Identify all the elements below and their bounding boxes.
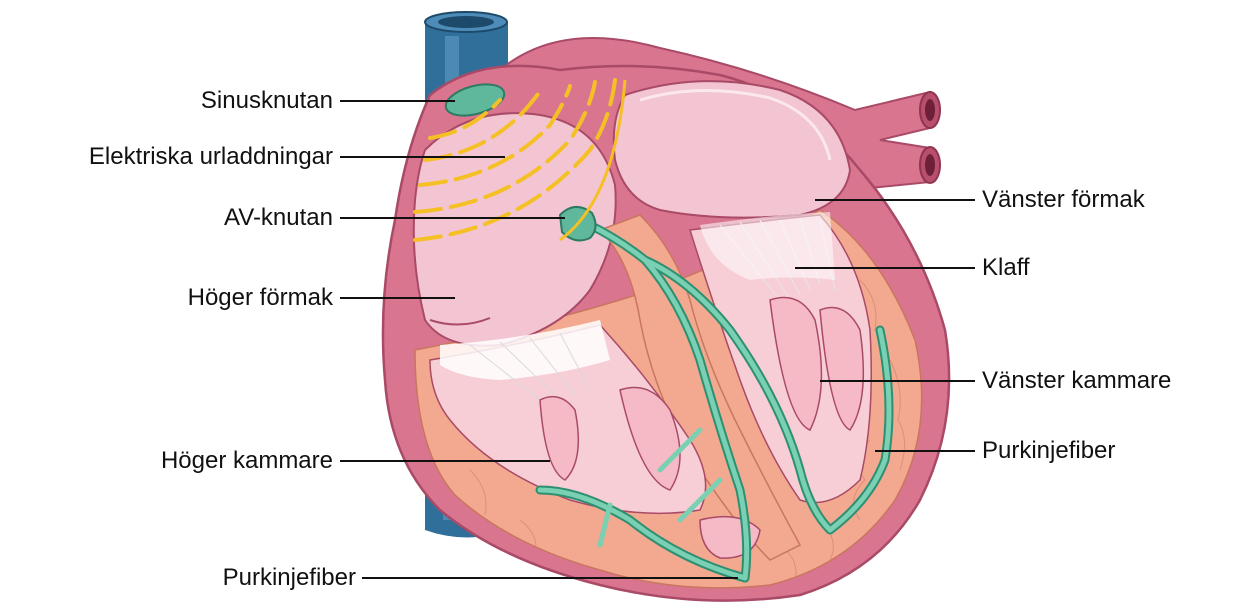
label-av-knutan: AV-knutan <box>224 204 333 232</box>
label-elektriska-urladdningar: Elektriska urladdningar <box>89 143 333 171</box>
label-sinusknutan: Sinusknutan <box>201 87 333 115</box>
label-vanster-kammare: Vänster kammare <box>982 367 1171 395</box>
label-hoger-formak: Höger förmak <box>188 284 333 312</box>
label-klaff: Klaff <box>982 254 1030 282</box>
label-purkinjefiber-right: Purkinjefiber <box>982 437 1115 465</box>
label-vanster-formak: Vänster förmak <box>982 186 1145 214</box>
label-hoger-kammare: Höger kammare <box>161 447 333 475</box>
label-purkinjefiber-bottom: Purkinjefiber <box>223 564 356 592</box>
